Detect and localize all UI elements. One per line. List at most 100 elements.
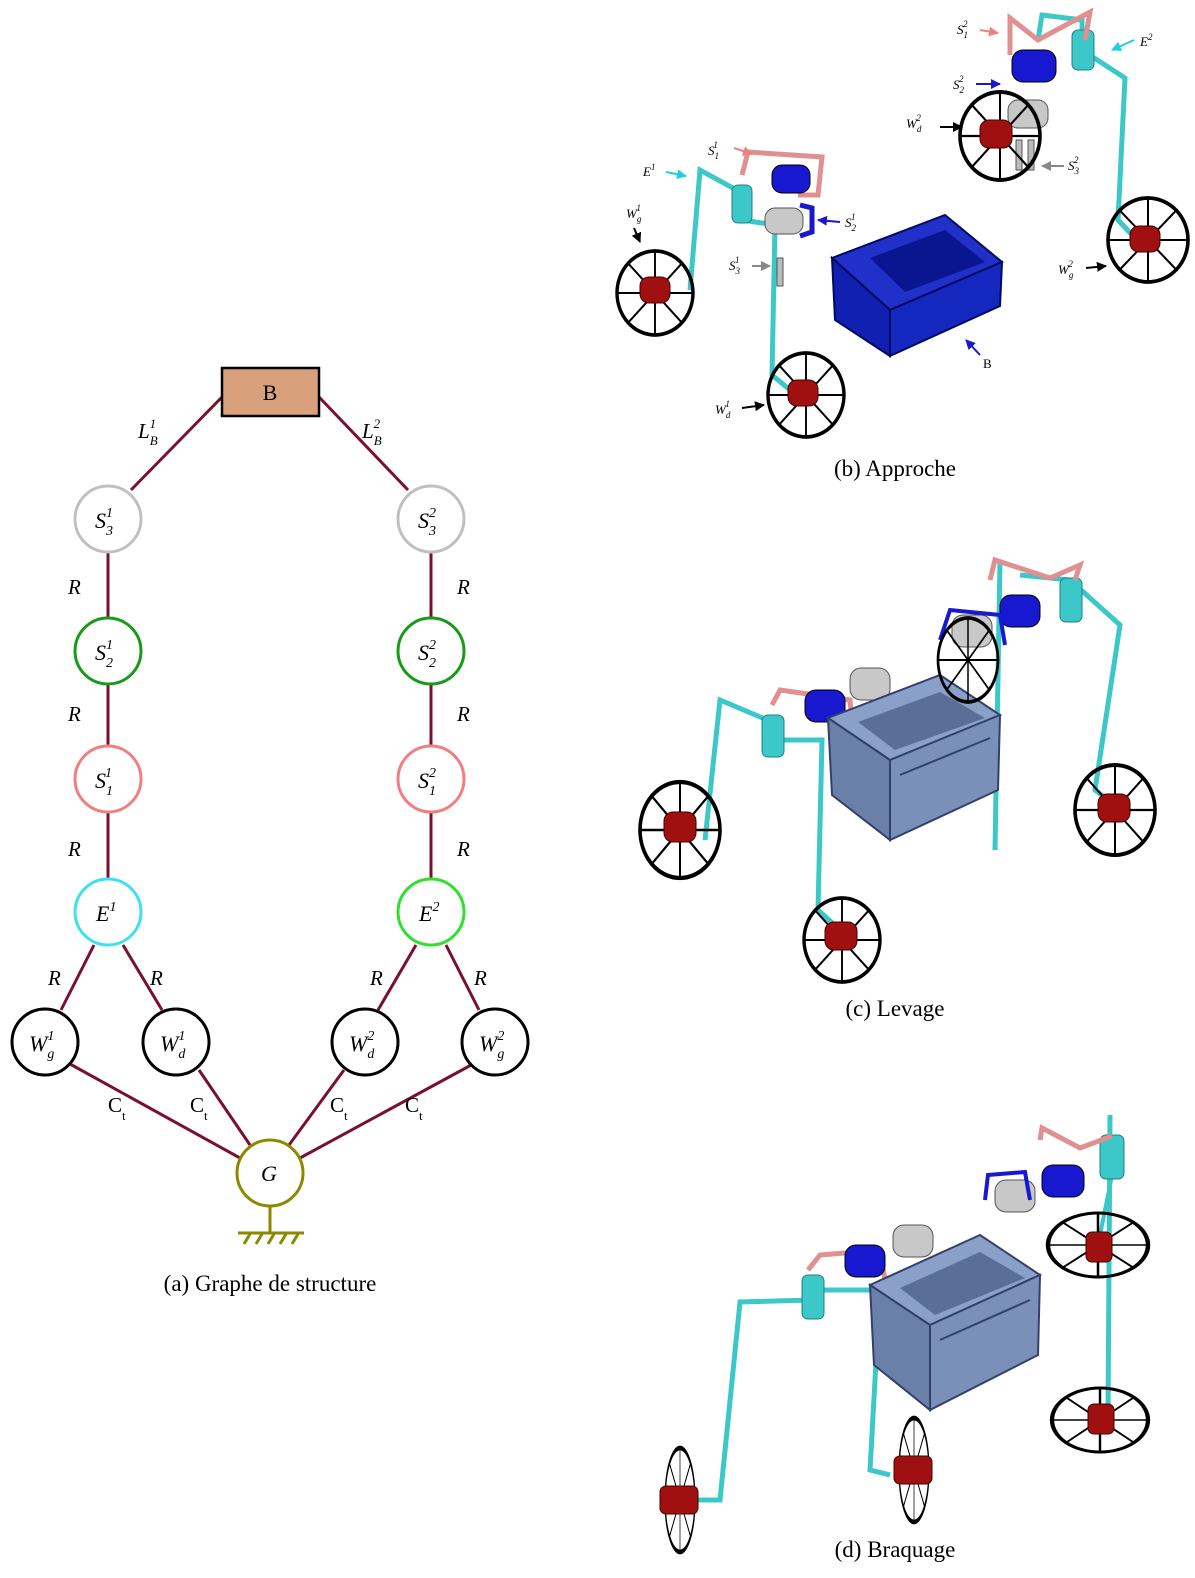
red-motor bbox=[824, 921, 858, 951]
node-wg-1 bbox=[10, 1007, 80, 1077]
graph-nodes bbox=[10, 484, 530, 1208]
edge-b-s3-1 bbox=[129, 395, 224, 492]
edge-b-s3-2 bbox=[317, 395, 410, 492]
edge-label-r: R bbox=[67, 702, 81, 726]
pink-frame bbox=[987, 556, 1085, 581]
edge-e2-wg2 bbox=[444, 944, 481, 1011]
body-node-b-label: B bbox=[263, 380, 278, 405]
node-s2-1 bbox=[73, 616, 143, 686]
node-s1-2 bbox=[396, 744, 466, 814]
node-s1-1 bbox=[73, 744, 143, 814]
label-wg2: Wg2 bbox=[1058, 259, 1074, 280]
blue-motor bbox=[1041, 1164, 1085, 1198]
node-s3-2-label: S32 bbox=[418, 506, 436, 539]
label-s3-1: S31 bbox=[729, 255, 741, 276]
node-e-1 bbox=[73, 877, 143, 947]
blue-motor bbox=[804, 689, 846, 723]
red-motor bbox=[979, 119, 1013, 149]
node-wd-1-label: Wd1 bbox=[160, 1029, 186, 1062]
cyan-frame bbox=[818, 1287, 891, 1478]
label-s3-2: S32 bbox=[1068, 155, 1080, 176]
red-motor bbox=[893, 1455, 933, 1485]
grey-motor bbox=[994, 1179, 1036, 1213]
cyan-frame bbox=[690, 1297, 813, 1503]
blue-motor bbox=[999, 594, 1041, 628]
blue-frame bbox=[938, 607, 1007, 646]
label-wg1: Wg1 bbox=[626, 203, 642, 224]
label-s1-1: S11 bbox=[708, 140, 719, 161]
braquage-render: (d) Braquage bbox=[659, 1114, 1148, 1562]
caption-d: (d) Braquage bbox=[835, 1537, 956, 1562]
grey-link bbox=[1027, 139, 1035, 171]
node-e-1-label: E1 bbox=[95, 900, 116, 926]
edge-wg1-g bbox=[69, 1062, 241, 1160]
red-motor bbox=[1129, 225, 1161, 253]
node-e-2-label: E2 bbox=[418, 900, 439, 926]
label-b: B bbox=[983, 356, 992, 371]
edge-labels-r: R R R R R R R R R R bbox=[47, 575, 487, 990]
label-e2: E2 bbox=[1139, 32, 1153, 49]
cyan-frame bbox=[992, 559, 1003, 851]
edge-label-ct: Ct bbox=[108, 1093, 126, 1123]
edge-label-r: R bbox=[67, 575, 81, 599]
red-motor bbox=[1087, 1403, 1115, 1435]
approche-render: E1 S11 S21 S31 Wg1 Wd1 B S12 S22 Wd2 S32… bbox=[615, 7, 1190, 481]
node-s3-1-label: S31 bbox=[95, 506, 113, 539]
cyan-joint bbox=[731, 184, 753, 224]
body-node-b bbox=[220, 366, 321, 418]
caption-a: (a) Graphe de structure bbox=[164, 1271, 377, 1296]
label-s2-2: S22 bbox=[953, 74, 965, 95]
label-s2-1: S21 bbox=[845, 212, 857, 233]
blue-motor bbox=[771, 164, 811, 194]
cyan-joint bbox=[1059, 577, 1083, 623]
pink-frame bbox=[739, 149, 825, 198]
grey-motor bbox=[764, 207, 804, 235]
approche-arrows bbox=[631, 26, 1135, 412]
node-s1-2-label: S12 bbox=[418, 766, 436, 799]
node-g-label: G bbox=[261, 1161, 277, 1186]
pink-frame bbox=[1007, 7, 1094, 55]
cyan-frame bbox=[741, 217, 792, 392]
edge-label-lb2: LB2 bbox=[361, 416, 382, 448]
wheel bbox=[936, 616, 1000, 704]
red-motor bbox=[1085, 1231, 1113, 1263]
node-s2-2 bbox=[396, 616, 466, 686]
label-wd2: Wd2 bbox=[906, 113, 922, 134]
edge-label-r: R bbox=[456, 837, 470, 861]
levage-render: (c) Levage bbox=[640, 556, 1155, 1021]
edge-label-ct: Ct bbox=[190, 1093, 208, 1123]
cyan-joint bbox=[801, 1274, 825, 1320]
node-s2-2-label: S22 bbox=[418, 638, 436, 671]
edge-label-r: R bbox=[456, 575, 470, 599]
cyan-frame bbox=[1080, 47, 1137, 240]
edge-label-r: R bbox=[149, 966, 163, 990]
label-s1-2: S12 bbox=[957, 19, 968, 40]
node-s1-1-label: S11 bbox=[95, 766, 112, 799]
red-motor bbox=[663, 811, 697, 843]
node-wg-2 bbox=[460, 1007, 530, 1077]
node-e-2 bbox=[396, 877, 466, 947]
node-wd-1 bbox=[141, 1007, 211, 1077]
node-wd-2 bbox=[330, 1007, 400, 1077]
basket-front bbox=[889, 260, 1004, 358]
edge-e2-wd2 bbox=[376, 944, 418, 1011]
cyan-joint bbox=[1099, 1134, 1125, 1180]
label-wd1: Wd1 bbox=[715, 399, 731, 420]
node-wg-1-label: Wg1 bbox=[29, 1029, 54, 1062]
blue-frame bbox=[799, 202, 815, 239]
cyan-frame bbox=[772, 737, 842, 932]
node-wg-2-label: Wg2 bbox=[479, 1029, 504, 1062]
robot-2 bbox=[958, 7, 1190, 284]
graph-edges bbox=[59, 395, 481, 1160]
edge-label-r: R bbox=[369, 966, 383, 990]
red-motor bbox=[787, 379, 819, 407]
basket bbox=[825, 673, 1003, 843]
edge-label-r: R bbox=[473, 966, 487, 990]
basket-interior bbox=[870, 230, 985, 292]
red-motor bbox=[1097, 793, 1131, 823]
label-e1: E1 bbox=[642, 162, 655, 179]
edge-e1-wd1 bbox=[121, 944, 164, 1011]
edge-label-ct: Ct bbox=[330, 1093, 348, 1123]
node-wd-2-label: Wd2 bbox=[349, 1029, 375, 1062]
pink-frame bbox=[1037, 1124, 1113, 1151]
